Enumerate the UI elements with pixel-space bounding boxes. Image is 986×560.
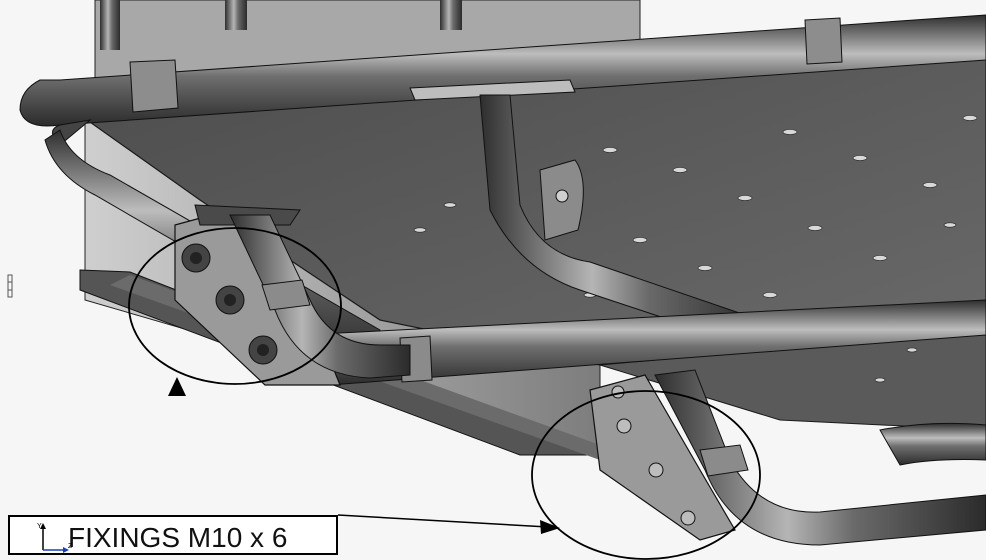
right-bent-tube — [654, 369, 986, 546]
left-bent-tube — [229, 214, 411, 379]
left-callout-arrowhead — [168, 377, 186, 396]
callout-leader-arrowhead — [540, 520, 560, 534]
left-fixing-callout-circle — [128, 227, 342, 385]
right-fixing-callout-circle — [531, 390, 761, 560]
rail-joint-left — [129, 59, 179, 113]
axis-y-label: Y — [37, 523, 42, 530]
rail-bracket — [409, 79, 576, 101]
axis-triad-icon: Y Z — [37, 523, 73, 553]
right-bolt-holes — [611, 385, 696, 526]
fixings-callout-label: FIXINGS M10 x 6 — [68, 522, 288, 553]
center-bracket-hole — [555, 189, 569, 203]
rear-post-2 — [440, 0, 462, 30]
rear-post-left — [100, 0, 120, 50]
rail-joint-right — [804, 17, 843, 65]
left-bolts — [181, 243, 278, 365]
rear-post-1 — [225, 0, 247, 30]
right-tube-joint — [699, 444, 749, 477]
view-edge-marker — [7, 274, 13, 298]
right-return-tube — [879, 422, 986, 466]
right-fixing-bracket — [589, 374, 736, 541]
callout-leader-line — [337, 514, 549, 528]
left-tube-joint — [261, 279, 311, 311]
axis-z-label: Z — [68, 543, 73, 550]
deck-holes — [413, 115, 978, 383]
